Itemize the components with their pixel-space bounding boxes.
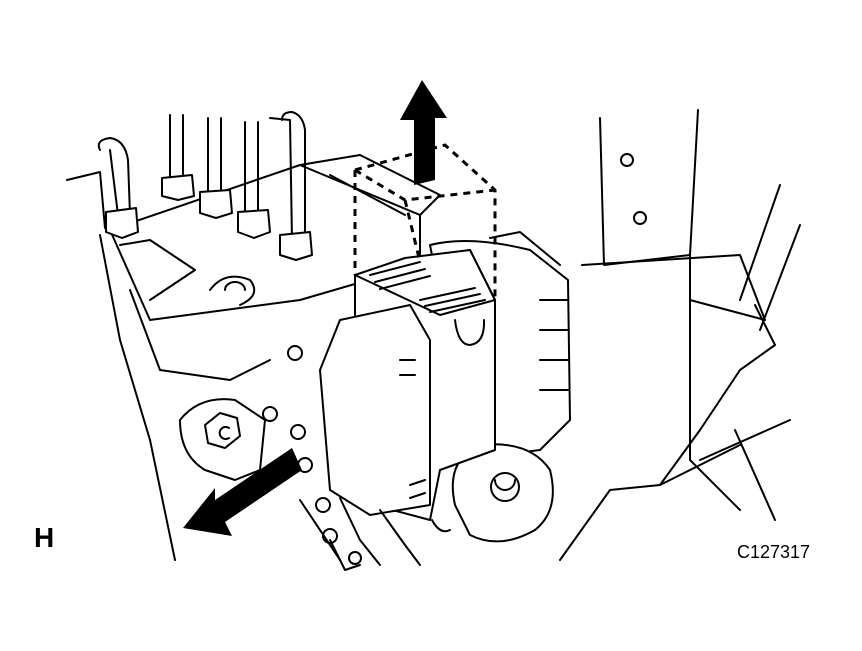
- hole-icon: [348, 551, 362, 565]
- hole-icon: [620, 153, 634, 167]
- body-panel-right: [559, 109, 801, 561]
- hole-icon: [633, 211, 647, 225]
- view-label: H: [34, 522, 55, 553]
- connector-lock-lever[interactable]: [354, 249, 496, 346]
- figure-code: C127317: [737, 542, 811, 562]
- nut-icon: [204, 412, 241, 449]
- hole-icon: [322, 528, 338, 544]
- brake-pipes: [97, 111, 306, 241]
- wire-harness-connector: [319, 249, 496, 566]
- hole-icon: [287, 345, 303, 361]
- hole-icon: [262, 406, 278, 422]
- flare-nut-icon: [105, 174, 313, 261]
- hole-icon: [290, 424, 306, 440]
- pull-out-arrow-icon: [183, 448, 302, 536]
- hole-icon: [315, 497, 331, 513]
- pull-up-arrow-icon: [400, 80, 447, 185]
- removal-path-outline: [353, 143, 497, 300]
